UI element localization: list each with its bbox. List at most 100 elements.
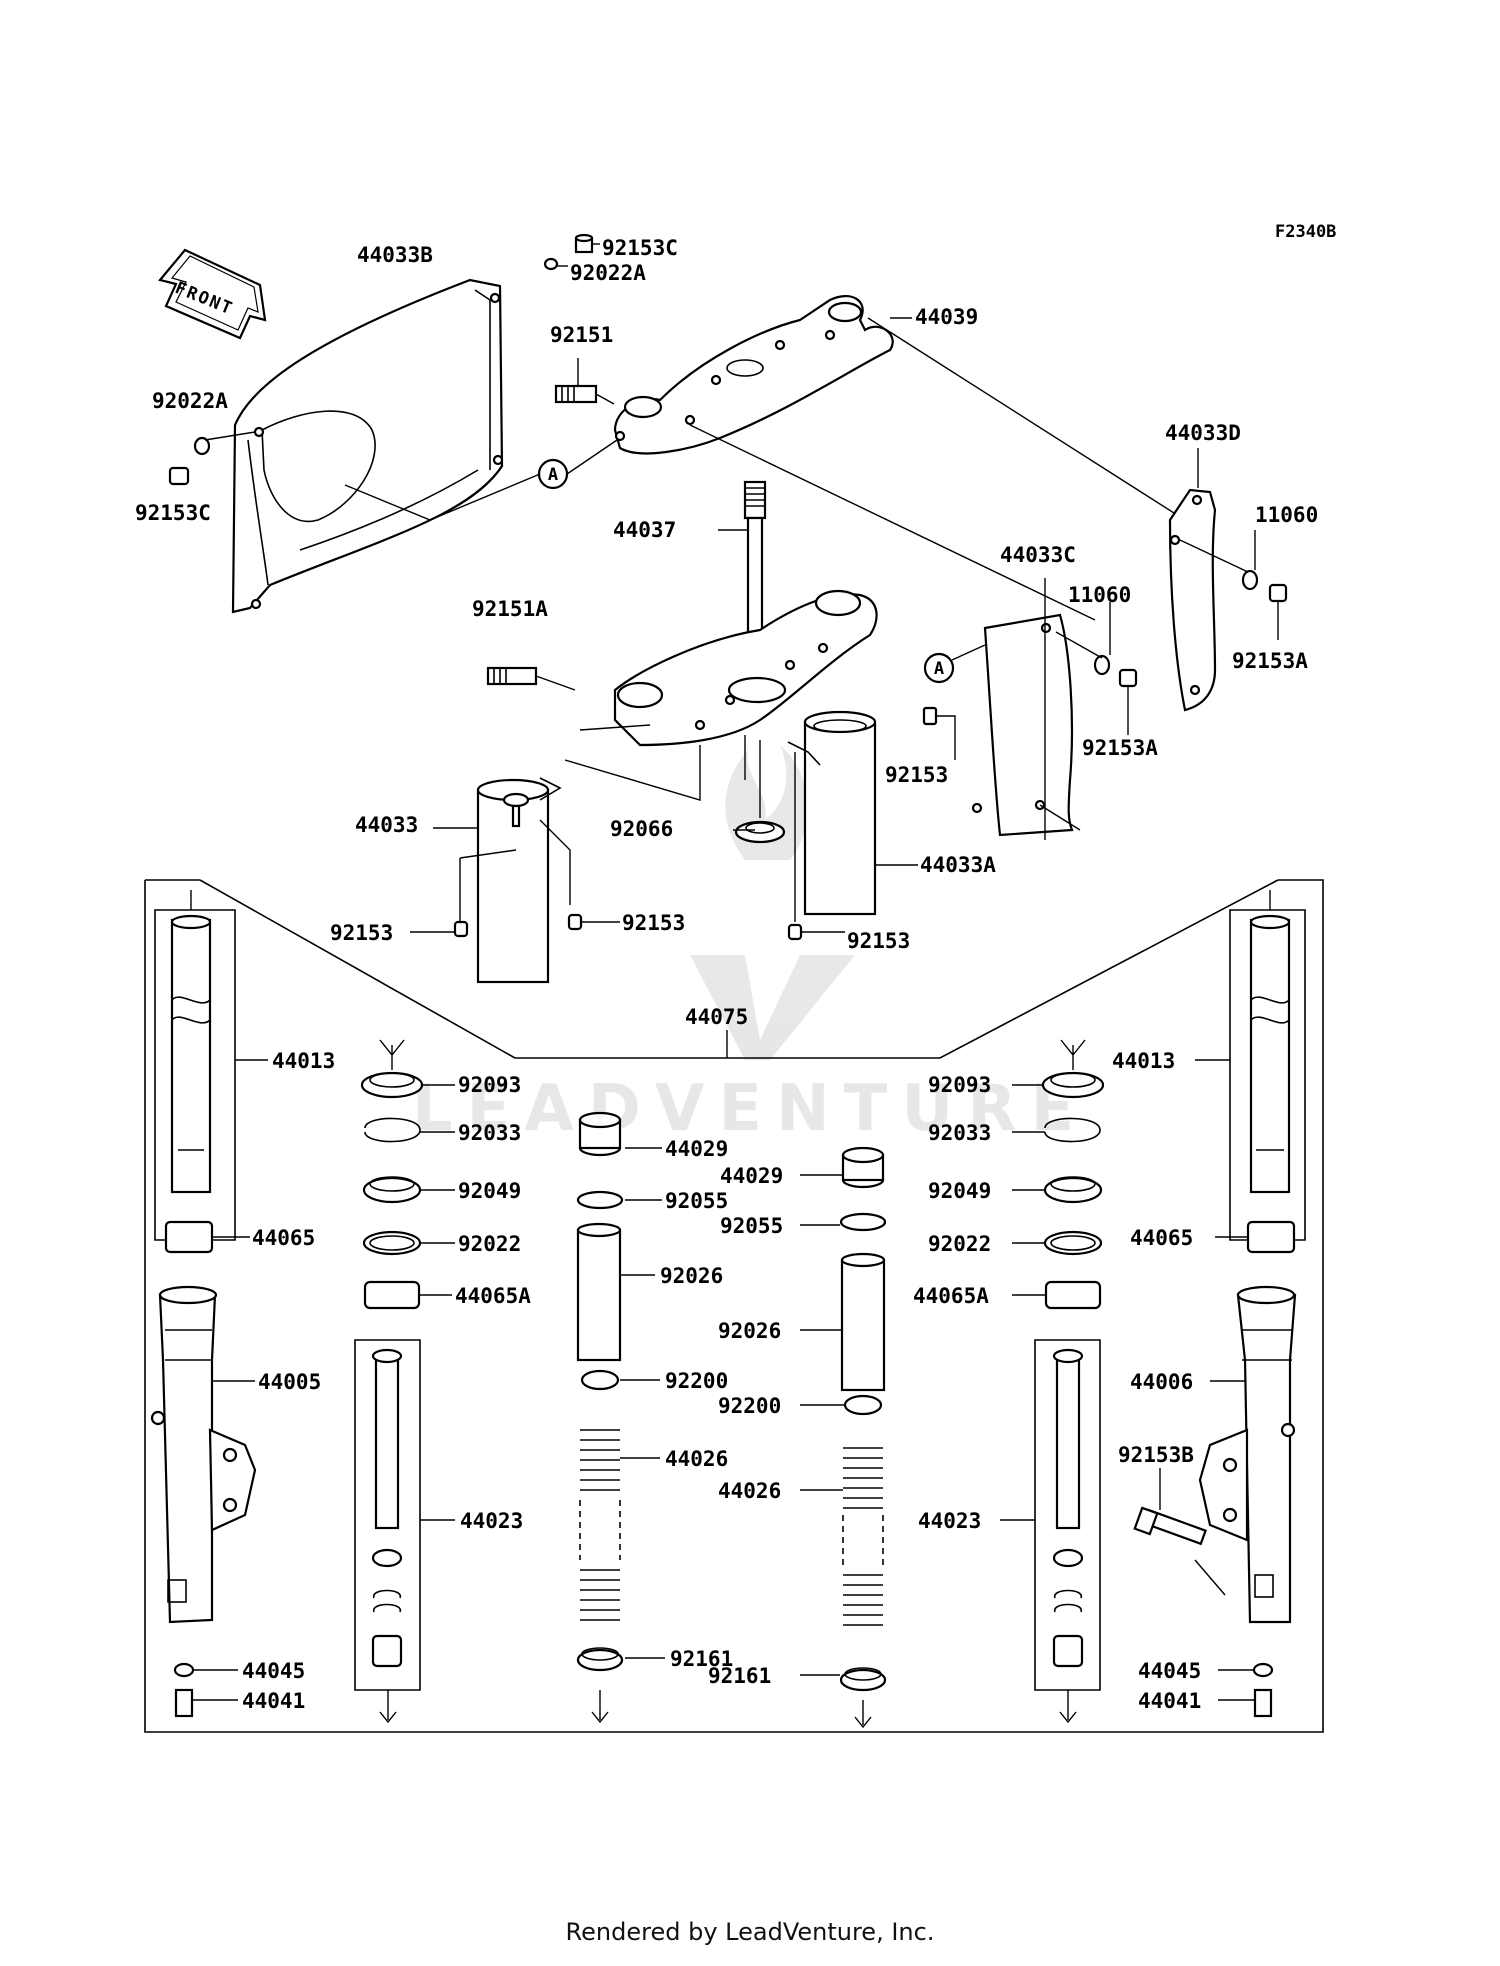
- label-92161-left: 92161: [670, 1647, 733, 1671]
- label-92161-right: 92161: [708, 1664, 771, 1688]
- label-44041-left: 44041: [242, 1689, 305, 1713]
- damper-rod-44023-left: [371, 1348, 403, 1668]
- watermark: LEADVENTURE: [412, 745, 1089, 1146]
- label-44045-right: 44045: [1138, 1659, 1201, 1683]
- label-92200-right: 92200: [718, 1394, 781, 1418]
- label-92153A-right: 92153A: [1232, 649, 1308, 673]
- washer-44045-left: [173, 1662, 195, 1678]
- label-92151A: 92151A: [472, 597, 548, 621]
- bolt-44041-right: [1253, 1688, 1273, 1718]
- label-44039: 44039: [915, 305, 978, 329]
- watermark-text: LEADVENTURE: [412, 1072, 1089, 1146]
- washer-92022A-left: [193, 436, 211, 456]
- bolt-44041-left: [174, 1688, 194, 1718]
- dust-seal-92093-left: [360, 1071, 424, 1099]
- label-92153-stem: 92153: [885, 763, 948, 787]
- spring-44026-left: [579, 1429, 621, 1621]
- inner-tube-44013-right: [1249, 914, 1291, 1194]
- bushing-44065A-right: [1044, 1280, 1102, 1310]
- screw-92153-a: [453, 920, 469, 938]
- label-44023-left: 44023: [460, 1509, 523, 1533]
- label-92033-left: 92033: [458, 1121, 521, 1145]
- bushing-44065A-left: [363, 1280, 421, 1310]
- o-ring-92055-left: [576, 1190, 624, 1210]
- label-92153C-left: 92153C: [135, 501, 211, 525]
- label-92153A-mid: 92153A: [1082, 736, 1158, 760]
- plug-44029-right: [841, 1146, 885, 1189]
- bushing-44065-right: [1246, 1220, 1296, 1254]
- label-44037: 44037: [613, 518, 676, 542]
- label-44013-left: 44013: [272, 1049, 335, 1073]
- label-92093-left: 92093: [458, 1073, 521, 1097]
- clip-92033-left: [364, 1117, 421, 1143]
- label-92022-left: 92022: [458, 1232, 521, 1256]
- spring-44026-right: [842, 1447, 884, 1626]
- label-11060-mid: 11060: [1068, 583, 1131, 607]
- diagram-code: F2340B: [1275, 222, 1336, 242]
- outer-tube-44006: [1198, 1285, 1297, 1624]
- clip-92033-right: [1044, 1117, 1101, 1143]
- label-44029-left: 44029: [665, 1137, 728, 1161]
- washer-44045-right: [1252, 1662, 1274, 1678]
- front-direction-arrow: FRONT: [158, 248, 267, 340]
- cover-44033D: [1168, 488, 1217, 712]
- damper-rod-44023-right: [1052, 1348, 1084, 1668]
- washer-11060-mid: [1093, 654, 1111, 676]
- collar-bolt-92153A-mid: [1118, 668, 1138, 688]
- pipe-92026-left: [576, 1222, 622, 1362]
- collar-bolt-92153A-right: [1268, 583, 1288, 603]
- collar-bolt-92153C-left: [168, 466, 190, 486]
- label-92153C-top: 92153C: [602, 236, 678, 260]
- pipe-92026-right: [840, 1252, 886, 1392]
- label-44041-right: 44041: [1138, 1689, 1201, 1713]
- inner-tube-44013-left: [170, 914, 212, 1194]
- cover-44033C: [971, 613, 1074, 837]
- label-44005: 44005: [258, 1370, 321, 1394]
- label-44006: 44006: [1130, 1370, 1193, 1394]
- bolt-92151A: [486, 666, 538, 686]
- label-44026-right: 44026: [718, 1479, 781, 1503]
- label-44026-left: 44026: [665, 1447, 728, 1471]
- label-44065A-left: 44065A: [455, 1284, 531, 1308]
- oil-seal-92049-right: [1043, 1176, 1103, 1204]
- oil-seal-92049-left: [362, 1176, 422, 1204]
- reference-mark-a-right: A: [923, 652, 955, 684]
- footer-credit: Rendered by LeadVenture, Inc.: [565, 1918, 935, 1946]
- label-92049-left: 92049: [458, 1179, 521, 1203]
- cap-92161-left: [576, 1647, 624, 1672]
- o-ring-92055-right: [839, 1212, 887, 1232]
- bolt-92151: [554, 384, 598, 404]
- label-92022-right: 92022: [928, 1232, 991, 1256]
- label-92026-left: 92026: [660, 1264, 723, 1288]
- label-92153-c: 92153: [847, 929, 910, 953]
- label-44033B: 44033B: [357, 243, 433, 267]
- label-92055-right: 92055: [720, 1214, 783, 1238]
- label-92055-left: 92055: [665, 1189, 728, 1213]
- part-labels: 44033B 92153C 92022A 44039 92151 92022A …: [135, 236, 1318, 1713]
- dust-seal-92093-right: [1041, 1071, 1105, 1099]
- label-92066: 92066: [610, 817, 673, 841]
- label-92200-left: 92200: [665, 1369, 728, 1393]
- label-44033D: 44033D: [1165, 421, 1241, 445]
- label-44045-left: 44045: [242, 1659, 305, 1683]
- label-92151: 92151: [550, 323, 613, 347]
- plug-44029-left: [578, 1111, 622, 1157]
- label-44029-right: 44029: [720, 1164, 783, 1188]
- cover-44033: [476, 777, 562, 984]
- label-92153B: 92153B: [1118, 1443, 1194, 1467]
- cap-92161-right: [839, 1667, 887, 1692]
- label-44065-right: 44065: [1130, 1226, 1193, 1250]
- seal-92066: [734, 820, 786, 844]
- reference-mark-a-left: A: [537, 458, 569, 490]
- washer-11060-right: [1241, 569, 1259, 591]
- label-44023-right: 44023: [918, 1509, 981, 1533]
- label-92026-right: 92026: [718, 1319, 781, 1343]
- screw-92153-b: [567, 913, 583, 931]
- outer-tube-44005: [150, 1285, 257, 1624]
- washer-92200-right: [843, 1394, 883, 1416]
- label-11060-right: 11060: [1255, 503, 1318, 527]
- label-92033-right: 92033: [928, 1121, 991, 1145]
- label-44033: 44033: [355, 813, 418, 837]
- label-92022A-top: 92022A: [570, 261, 646, 285]
